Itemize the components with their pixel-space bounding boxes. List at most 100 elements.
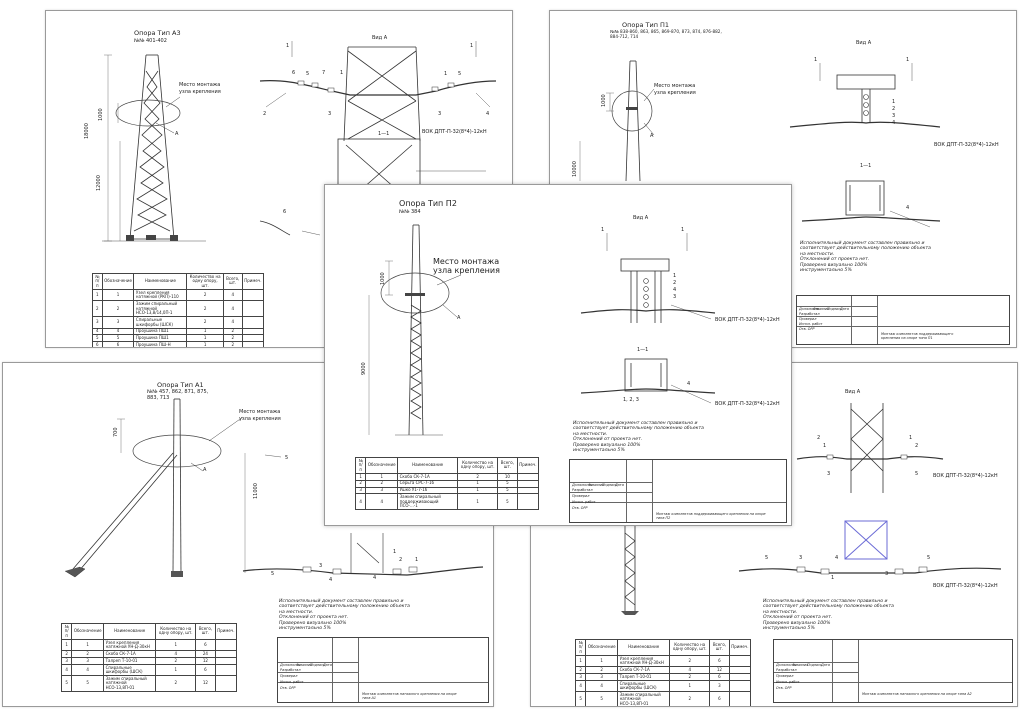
a2-th: № п/п (574, 639, 587, 656)
p2-dim-2: 9000 (361, 362, 367, 375)
p2-section-label: 1—1 (637, 347, 649, 353)
a2-th: Примеч. (728, 639, 752, 656)
p2-th: Наименование (397, 457, 459, 474)
a1-stamp-row: Проверил (280, 674, 298, 678)
a2-th: Наименование (617, 639, 671, 656)
table-cell: 6 (92, 341, 103, 347)
p2-stamp-title: Монтаж комплектов поддерживающего крепле… (656, 512, 766, 520)
table-cell: 2 (669, 691, 711, 706)
table-cell: 2 (457, 472, 499, 481)
table-cell: 2 (222, 327, 243, 336)
table-cell: 4 (92, 327, 103, 336)
a1-stamp-row: Испол. работ (280, 680, 304, 684)
svg-text:5: 5 (915, 471, 918, 477)
table-cell: 1 (186, 327, 224, 336)
svg-text:5: 5 (306, 71, 309, 77)
svg-text:1: 1 (681, 227, 684, 233)
a2-th: Количество на одну опору, шт. (669, 639, 711, 656)
p2-subtitle: №№ 384 (399, 209, 421, 215)
svg-text:5: 5 (458, 71, 461, 77)
table-cell: Проушина ПШ-Н (133, 341, 188, 347)
a3-th: Примеч. (241, 273, 265, 290)
table-cell: 2 (92, 300, 103, 318)
a2-stamp-row: Испол. работ (776, 680, 800, 684)
a2-stamp-col: Должность (776, 663, 797, 667)
p2-spec-table: № п/п Обозначение Наименование Количеств… (354, 457, 540, 511)
table-cell (516, 486, 540, 495)
p1-dim-1: 1000 (601, 94, 607, 107)
a2-th: Обозначение (585, 639, 619, 656)
a1-stamp-col: Фамилия (296, 663, 313, 667)
table-cell: 2 (222, 341, 243, 347)
p1-stamp-col: Фамилия (813, 307, 830, 311)
table-cell: Серьга СРС-7-16 (397, 479, 459, 488)
a1-mount-label-2: узла крепления (239, 416, 281, 422)
table-cell: 3 (574, 673, 587, 681)
table-cell: Зажим спиральный натяжной НСО-13,8П-01 (103, 675, 157, 693)
a2-note: Исполнительный документ составлен правил… (763, 599, 894, 632)
table-cell (516, 479, 540, 488)
table-cell (728, 666, 752, 675)
svg-text:3: 3 (827, 471, 830, 477)
table-cell: 4 (60, 663, 73, 677)
table-cell: Талреп Т-10-01 (103, 657, 157, 665)
table-cell: 2 (155, 657, 197, 665)
a3-mount-label: Место монтажа (179, 82, 221, 88)
table-cell: 6 (195, 663, 216, 677)
svg-text:4: 4 (329, 577, 332, 583)
a2-stamp-row: Разработал (776, 668, 797, 672)
table-cell (214, 650, 238, 659)
p2-cable-label: ВОК ДПТ-П-32(8*4)-12кН (715, 317, 780, 323)
table-cell (241, 316, 265, 329)
p1-stamp-row: Разработал (799, 312, 820, 316)
svg-text:1: 1 (831, 575, 834, 581)
table-cell: 3 (585, 673, 619, 681)
table-cell: Скоба СК-7-1А (617, 666, 671, 675)
a2-stamp-row: Проверил (776, 674, 794, 678)
table-cell: 12 (195, 675, 216, 693)
a2-stamp: Должность Фамилия Подпись Дата Разработа… (773, 639, 1013, 703)
p1-mount-label: Место монтажа (654, 83, 696, 89)
table-cell: 24 (195, 650, 216, 659)
a1-th: № п/п (60, 623, 73, 640)
table-cell: 3 (709, 679, 730, 693)
table-cell: 1 (101, 288, 135, 302)
svg-text:3: 3 (885, 571, 888, 577)
p2-stamp-row: Отв. ОРР (572, 506, 588, 510)
a1-mount-label: Место монтажа (239, 409, 281, 415)
svg-text:1: 1 (823, 443, 826, 449)
table-cell: 10 (497, 472, 518, 481)
table-cell: 2 (186, 316, 224, 329)
table-cell: Узел крепления натяжной УН-Д-30кН (617, 654, 671, 668)
svg-text:4: 4 (673, 287, 676, 293)
a1-th: Обозначение (71, 623, 105, 640)
svg-text:3: 3 (892, 113, 895, 119)
table-cell: 5 (92, 334, 103, 343)
svg-text:1: 1 (906, 57, 909, 63)
table-cell: 5 (497, 479, 518, 488)
svg-text:4: 4 (687, 381, 690, 387)
table-cell (241, 327, 265, 336)
p1-stamp-row: Испол. работ (799, 322, 823, 326)
svg-text:1: 1 (415, 557, 418, 563)
p2-mount-label: Место монтажа (433, 257, 500, 266)
p1-stamp: Должность Фамилия Подпись Дата Разработа… (796, 295, 1010, 345)
p1-stamp-col: Подпись (827, 307, 843, 311)
svg-text:1: 1 (892, 99, 895, 105)
table-cell: 6 (709, 691, 730, 706)
svg-text:1: 1 (444, 71, 447, 77)
table-cell: 5 (497, 493, 518, 511)
table-cell: 2 (186, 300, 224, 318)
svg-text:4: 4 (906, 205, 909, 211)
